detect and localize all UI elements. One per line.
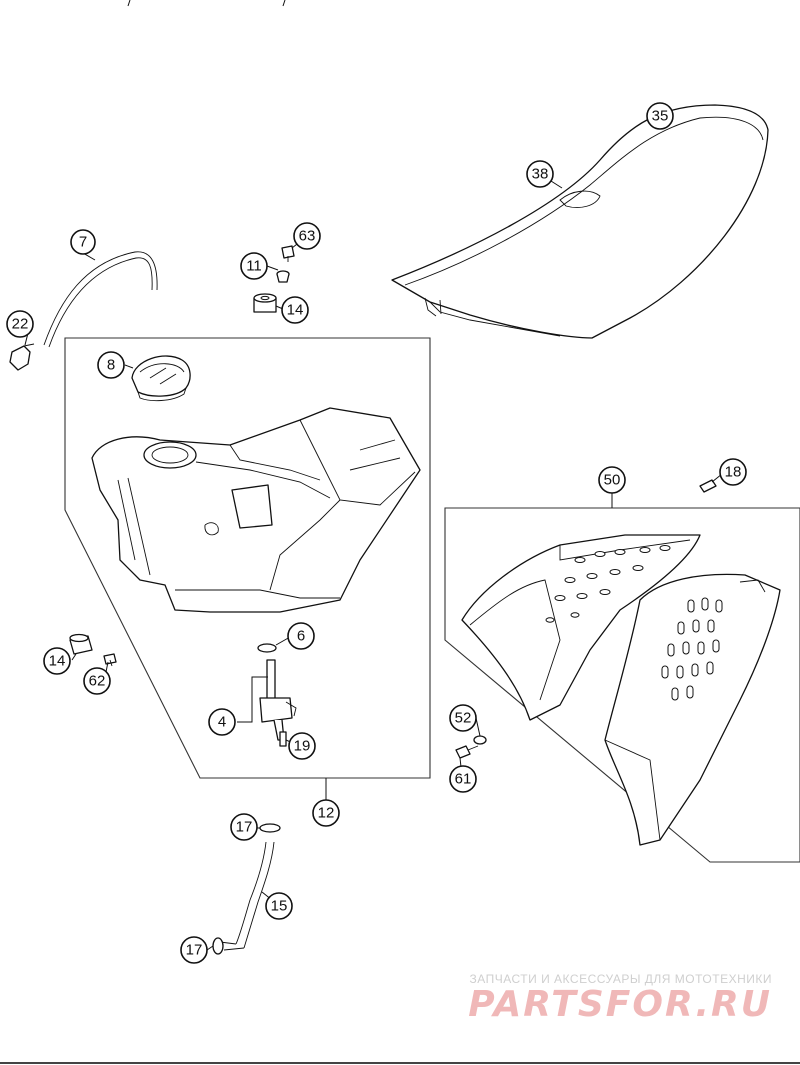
breather-hose-part [43, 251, 158, 348]
callout-38-label: 38 [532, 166, 549, 183]
fuel-line-part [219, 841, 275, 951]
right-shroud-vent-holes [661, 597, 723, 701]
elbow-fitting-part [9, 343, 35, 371]
watermark-tagline: ЗАПЧАСТИ И АКСЕССУАРЫ ДЛЯ МОТОТЕХНИКИ [469, 972, 772, 986]
fuel-cap-part [131, 355, 191, 402]
callout-14-left: 14 [43, 647, 71, 675]
bushing-14-left-part [69, 633, 93, 655]
callout-6: 6 [287, 622, 315, 650]
callout-18-label: 18 [725, 464, 742, 481]
callout-15: 15 [265, 892, 293, 920]
callout-7-label: 7 [79, 234, 87, 251]
callout-11: 11 [240, 252, 268, 280]
callout-12-label: 12 [318, 805, 335, 822]
screw-18-part [699, 479, 717, 493]
callout-15-label: 15 [271, 898, 288, 915]
callout-8-label: 8 [107, 357, 115, 374]
fuel-tank-part [91, 407, 421, 613]
bushing-14-part [253, 293, 277, 313]
cropped-title-fragment [127, 0, 286, 7]
callout-17-top: 17 [230, 813, 258, 841]
callout-7: 7 [70, 229, 96, 255]
callout-52: 52 [449, 704, 477, 732]
callout-18: 18 [719, 458, 747, 486]
callout-52-label: 52 [455, 710, 472, 727]
callout-19-label: 19 [294, 738, 311, 755]
callout-4: 4 [208, 708, 236, 736]
callout-50: 50 [598, 466, 626, 494]
clamp-17-bottom-part [212, 937, 224, 955]
callout-6-label: 6 [297, 628, 305, 645]
callout-62: 62 [83, 667, 111, 695]
callout-22: 22 [6, 310, 34, 338]
right-shroud-part [604, 573, 781, 846]
callout-11-label: 11 [246, 258, 262, 275]
callout-14-top-label: 14 [287, 302, 304, 319]
bolt-63-part [281, 245, 295, 262]
shroud-assembly-frame [444, 507, 800, 863]
bolt-61-part [455, 745, 479, 759]
bolt-62-part [103, 653, 117, 667]
callout-19: 19 [288, 732, 316, 760]
callout-17-bottom-label: 17 [186, 942, 203, 959]
tank-assembly-frame [64, 337, 431, 779]
left-shroud-vent-holes [545, 545, 671, 623]
watermark: ЗАПЧАСТИ И АКСЕССУАРЫ ДЛЯ МОТОТЕХНИКИ PA… [468, 972, 772, 1024]
callout-17-bottom: 17 [180, 936, 208, 964]
washer-52-part [473, 735, 487, 745]
callout-38: 38 [526, 160, 554, 188]
bottom-divider [0, 1062, 800, 1064]
left-shroud-part [461, 534, 701, 721]
callout-63-label: 63 [299, 228, 316, 245]
callout-14-left-label: 14 [49, 653, 66, 670]
o-ring-part [257, 643, 277, 653]
watermark-logo: PARTSFOR.RU [468, 984, 772, 1025]
callout-8: 8 [97, 351, 125, 379]
callout-35: 35 [646, 102, 674, 130]
callout-62-label: 62 [89, 673, 106, 690]
clamp-17-top-part [259, 823, 281, 833]
callout-4-label: 4 [218, 714, 226, 731]
callout-14-top: 14 [281, 296, 309, 324]
callout-17-top-label: 17 [236, 819, 253, 836]
washer-11-part [276, 270, 290, 283]
callout-61: 61 [449, 765, 477, 793]
seat-part [391, 104, 769, 339]
callout-63: 63 [293, 222, 321, 250]
callout-12: 12 [312, 799, 340, 827]
callout-35-label: 35 [652, 108, 669, 125]
callout-22-label: 22 [12, 316, 29, 333]
fuel-tap-part [259, 659, 297, 741]
screw-19-part [279, 731, 287, 747]
callout-61-label: 61 [455, 771, 472, 788]
callout-50-label: 50 [604, 472, 621, 489]
